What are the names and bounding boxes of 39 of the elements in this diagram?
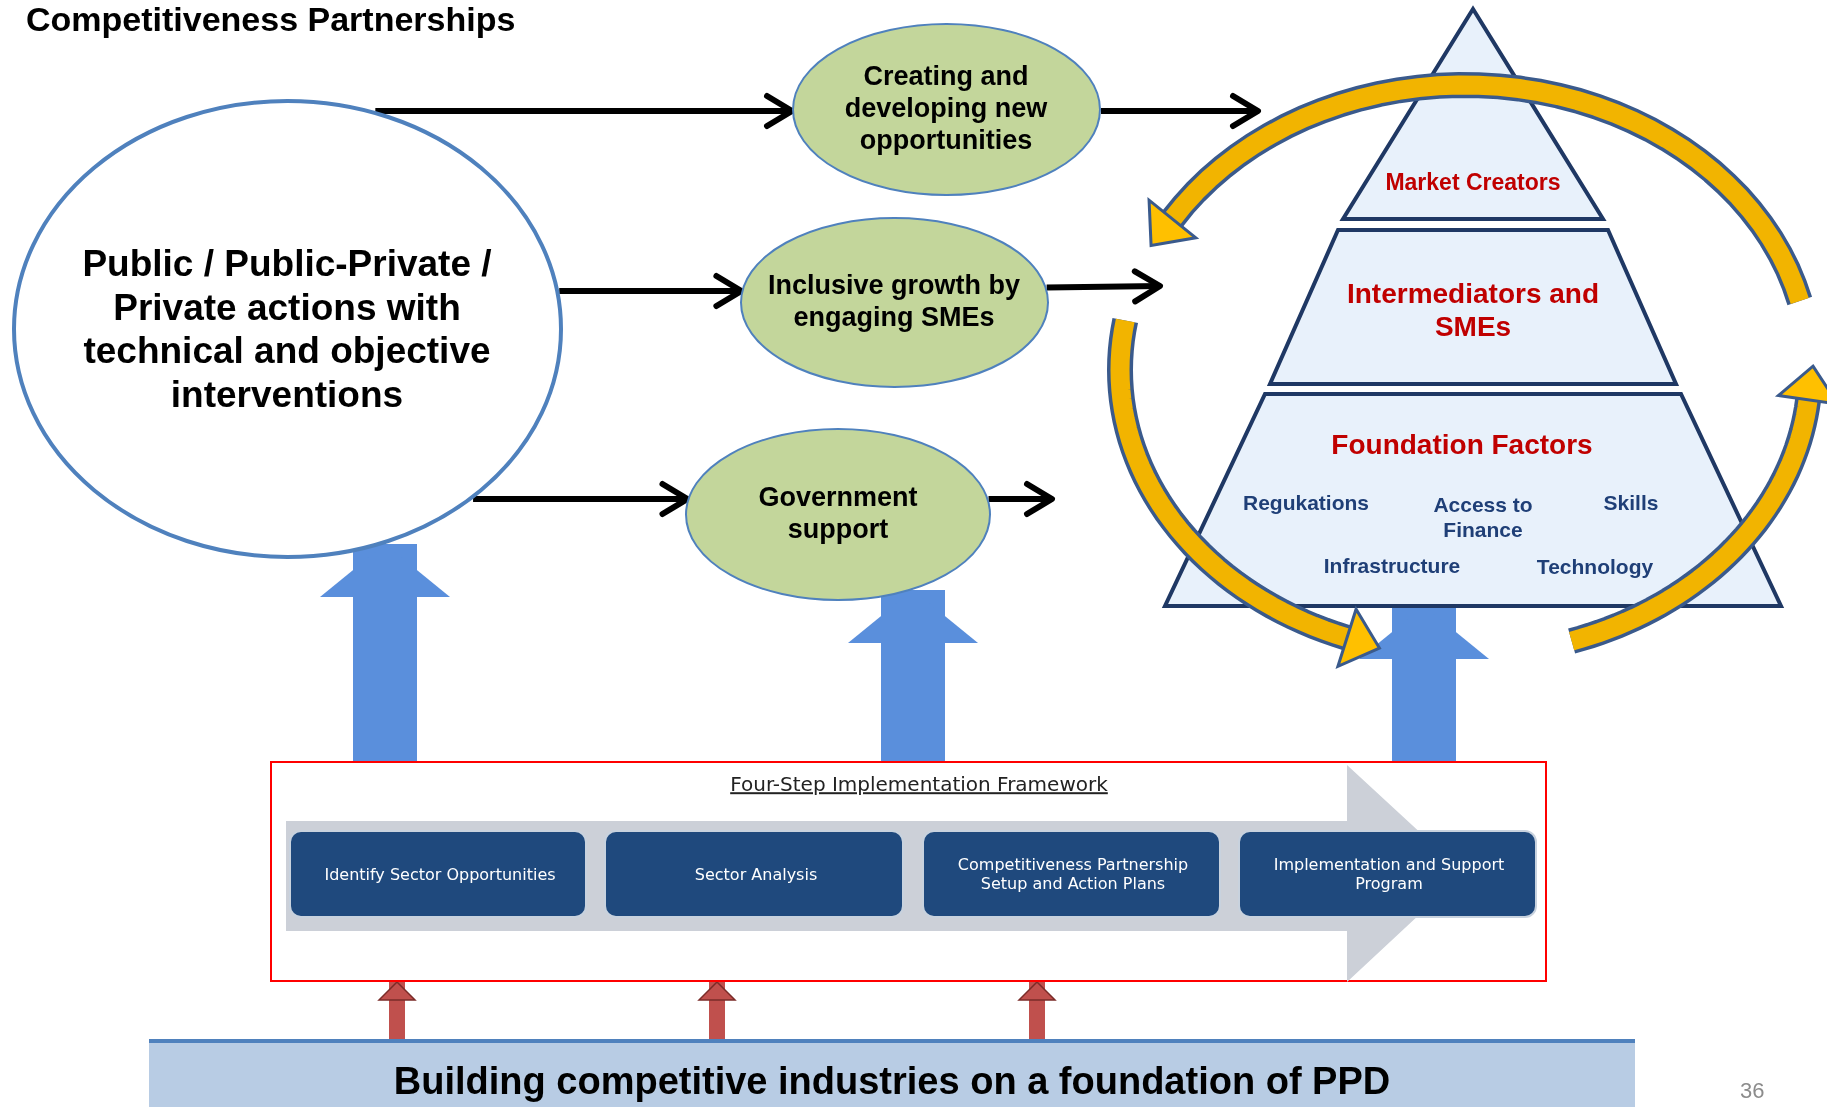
block-arrow (1018, 981, 1056, 1039)
node-label: Intermediators and SMEs (1345, 276, 1601, 344)
block-arrow (1359, 606, 1489, 761)
outcome-ellipse (792, 23, 1101, 196)
node-label: Public / Public-Private / Private actions with technical and objective interventions (81, 241, 493, 417)
node-label: Identify Sector Opportunities (323, 865, 557, 885)
framework-heading: Four-Step Implementation Framework (729, 773, 1109, 797)
arrow (1101, 93, 1261, 129)
outcome-ellipse (740, 217, 1049, 388)
node-label: Implementation and Support Program (1272, 856, 1506, 894)
node-label: Inclusive growth by engaging SMEs (766, 270, 1021, 334)
node-label: Market Creators (1384, 169, 1562, 197)
step-box (289, 830, 587, 918)
arrow (473, 481, 691, 517)
diagram-title: Competitiveness Partnerships (26, 0, 516, 39)
factor-label: Regukations (1242, 490, 1370, 516)
block-arrow (698, 981, 736, 1039)
node-label: Government support (757, 482, 919, 546)
step-box (604, 830, 904, 918)
factor-label: Technology (1535, 554, 1655, 580)
node-label: Sector Analysis (693, 865, 819, 885)
outcome-ellipse (685, 428, 991, 601)
block-arrow (378, 981, 416, 1039)
factor-label: Skills (1602, 490, 1660, 516)
pyramid-tier (1270, 230, 1676, 384)
block-arrow (320, 544, 450, 761)
node-label: Building competitive industries on a foundation of PPD (392, 1058, 1392, 1104)
node-label: Creating and developing new opportunities (843, 61, 1049, 157)
step-box (1238, 830, 1537, 918)
banner (149, 1039, 1635, 1107)
page-number: 36 (1740, 1078, 1765, 1104)
arrow (988, 481, 1055, 517)
ellipse-node (12, 99, 563, 559)
factor-label: Infrastructure (1322, 553, 1462, 579)
step-box (922, 830, 1221, 918)
arrow (1046, 268, 1163, 305)
factor-label: Access to Finance (1432, 493, 1534, 543)
node-label: Competitiveness Partnership Setup and Action Plans (956, 856, 1190, 894)
node-label: Foundation Factors (1330, 428, 1594, 462)
